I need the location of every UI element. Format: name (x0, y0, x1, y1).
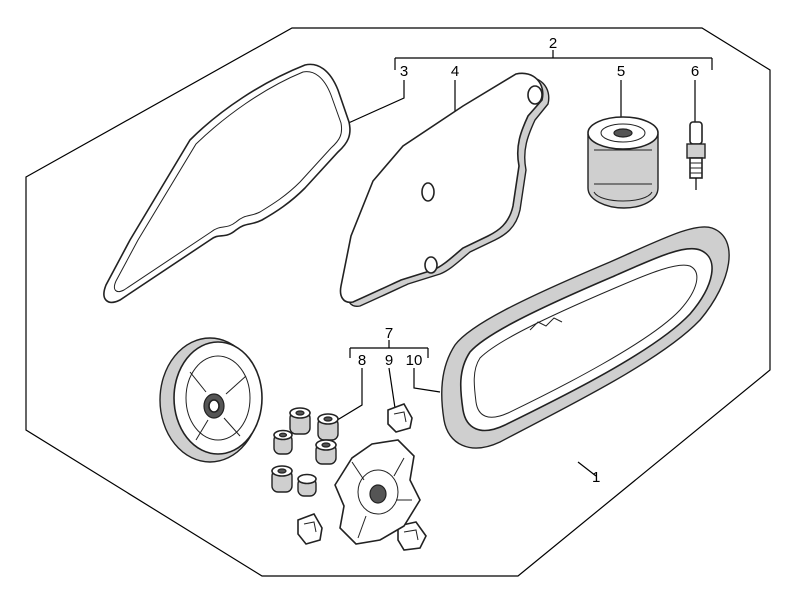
callout-3: 3 (400, 63, 408, 80)
callout-6: 6 (691, 63, 699, 80)
callout-10: 10 (406, 352, 423, 369)
kit-boundary (25, 27, 771, 577)
callout-9: 9 (385, 352, 393, 369)
callout-7-bracket (349, 340, 429, 358)
callout-1: 1 (592, 469, 600, 486)
callout-8: 8 (358, 352, 366, 369)
roller-weight-icon (271, 407, 339, 497)
callout-2-bracket (394, 50, 713, 70)
pulley-icon (159, 337, 263, 463)
callout-7: 7 (385, 325, 393, 342)
callout-5: 5 (617, 63, 625, 80)
callout-4: 4 (451, 63, 459, 80)
slider-icon (297, 403, 427, 551)
leader-lines (333, 80, 696, 477)
drive-belt-icon (441, 226, 730, 449)
ramp-plate-icon (334, 439, 421, 545)
oil-filter-icon (587, 116, 659, 209)
callout-labels: 1 2 3 4 5 6 7 8 9 10 (358, 35, 699, 486)
bracket-plate-icon (339, 72, 550, 307)
gasket-icon (103, 63, 351, 304)
callout-2: 2 (549, 35, 557, 52)
spark-plug-icon (686, 121, 706, 190)
